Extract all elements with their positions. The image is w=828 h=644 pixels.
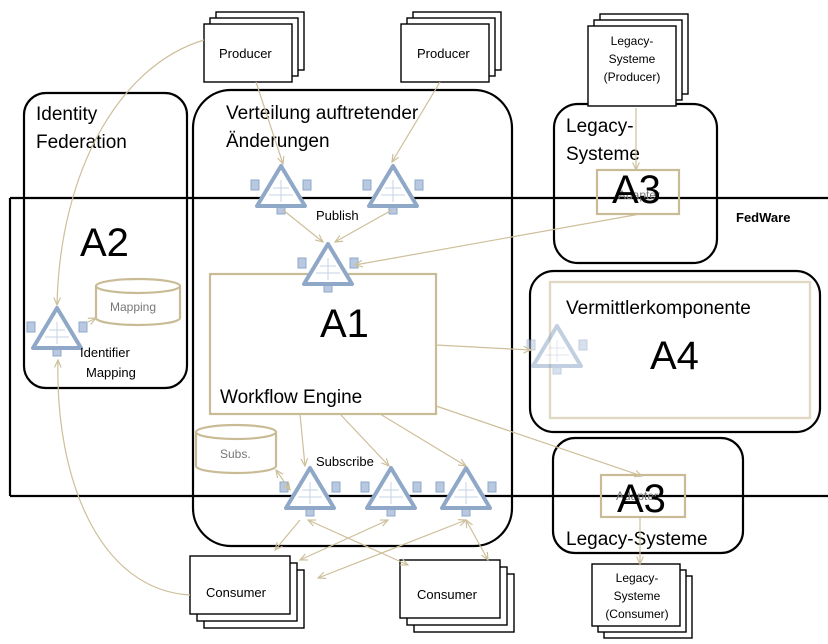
identifier-label-line1: Identifier [80, 345, 131, 360]
publish-label: Publish [316, 208, 359, 223]
mapping-db-label: Mapping [110, 300, 156, 314]
arrow-consumer1-identity [58, 360, 191, 596]
arrow-publish1-a1 [282, 209, 323, 242]
arrow-sub3-consumer1 [318, 520, 466, 578]
producer-stack-1 [203, 11, 305, 83]
adapter-bottom-label: Adapter [616, 489, 658, 503]
producer-2-label: Producer [417, 46, 470, 61]
legacy-consumer-line3: (Consumer) [605, 607, 668, 621]
arrow-adapter-a1 [355, 213, 641, 265]
consumer-stack-1 [189, 555, 305, 629]
subs-database-icon [194, 423, 278, 475]
subscribe-node-icon [359, 466, 423, 518]
publish-node-icon [249, 164, 313, 216]
connector-arrows [57, 39, 642, 596]
adapter-top-label: Adapter [618, 188, 660, 202]
arrow-sub1-consumer1 [275, 519, 301, 550]
vermittler-node-icon [525, 324, 589, 376]
arrow-producer2-publish [392, 81, 441, 162]
a3-top-label: A3 [612, 168, 661, 212]
fedware-label: FedWare [736, 210, 790, 225]
legacy-producer-line3: (Producer) [604, 70, 661, 84]
arrow-sub1-consumer2 [308, 520, 408, 565]
arrow-workflow-sub3 [379, 413, 466, 466]
vermittler-label: Vermittlerkomponente [566, 298, 751, 319]
producer-stack-2 [400, 11, 502, 83]
legacy-bottom-box [551, 436, 745, 555]
legacy-bottom-label: Legacy-Systeme [566, 529, 708, 550]
arrow-subs-sub1 [276, 470, 290, 490]
consumer-1-label: Consumer [206, 585, 267, 600]
arrow-sub2-consumer1 [300, 520, 388, 560]
arrow-producer1-identity [57, 39, 205, 305]
subscribe-node-icon [278, 466, 342, 518]
identifier-label-line2: Mapping [86, 365, 136, 380]
legacy-consumer-line2: Systeme [614, 589, 661, 603]
a1-label: A1 [320, 302, 369, 346]
identity-title-line2: Federation [36, 132, 127, 153]
publish-node-icon [361, 164, 425, 216]
verteilung-title-line2: Änderungen [226, 131, 330, 152]
subs-db-label: Subs. [220, 447, 251, 461]
legacy-producer-stack [587, 13, 689, 107]
a4-label: A4 [650, 334, 699, 378]
subscribe-node-icon [434, 466, 498, 518]
workflow-input-node-icon [296, 242, 360, 294]
arrow-publish2-a1 [335, 209, 393, 242]
arrow-workflow-vermittler [435, 344, 531, 350]
arrow-producer1-publish [255, 81, 283, 164]
legacy-consumer-line1: Legacy- [616, 571, 659, 585]
arrow-workflow-adapter [435, 405, 642, 476]
legacy-consumer-stack [591, 563, 693, 639]
consumer-2-label: Consumer [417, 587, 478, 602]
workflow-engine-label: Workflow Engine [220, 387, 362, 408]
subscribe-label: Subscribe [316, 454, 374, 469]
identifier-mapping-node-icon [25, 306, 89, 358]
legacy-top-line1: Legacy- [566, 116, 634, 137]
identity-federation-box [22, 91, 189, 390]
arrow-workflow-sub1 [299, 413, 305, 466]
legacy-producer-line1: Legacy- [611, 34, 654, 48]
a2-label: A2 [80, 221, 129, 265]
legacy-producer-line2: Systeme [609, 52, 656, 66]
producer-1-label: Producer [219, 46, 272, 61]
arrow-identifier-mapping [88, 318, 96, 322]
verteilung-title-line1: Verteilung auftretender [226, 103, 419, 124]
identity-title-line1: Identity [36, 104, 98, 125]
arrow-workflow-sub2 [339, 413, 389, 466]
mapping-database-icon [94, 277, 182, 327]
arrow-sub3-consumer2 [466, 520, 488, 560]
a3-bottom-label: A3 [617, 477, 666, 521]
legacy-top-line2: Systeme [566, 144, 640, 165]
